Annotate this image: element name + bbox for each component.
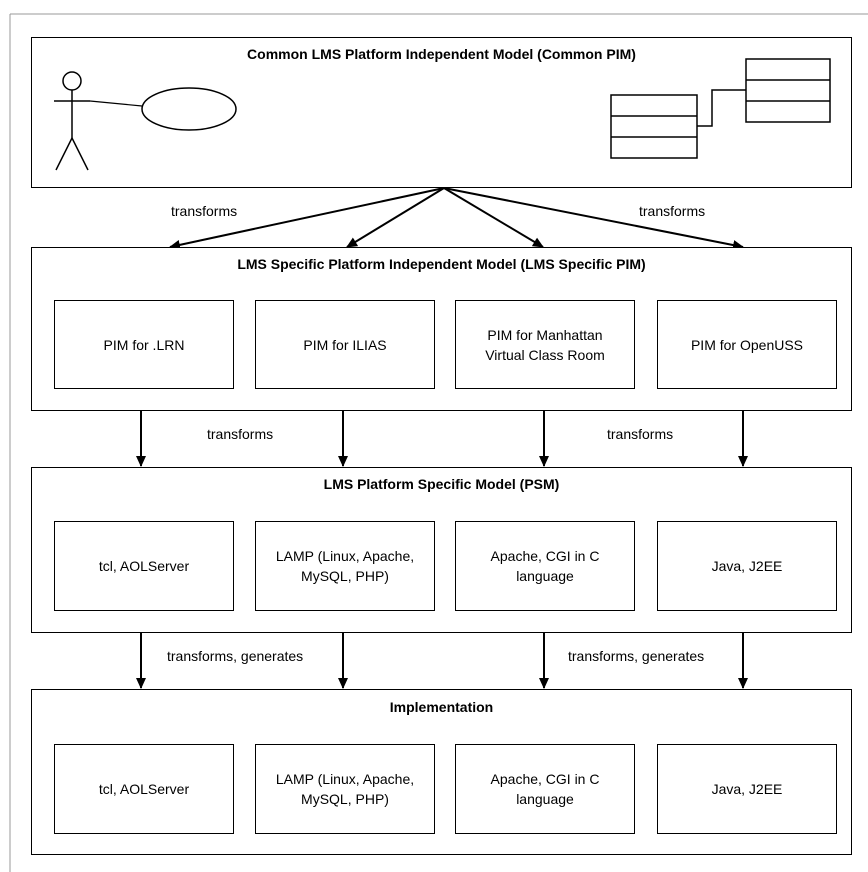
pim-openuss-box: PIM for OpenUSS xyxy=(657,300,837,389)
implementation-layer: Implementation tcl, AOLServer LAMP (Linu… xyxy=(31,689,852,855)
pim-ilias-box: PIM for ILIAS xyxy=(255,300,435,389)
arrow-pim-to-lrn xyxy=(169,187,445,250)
use-case-icon xyxy=(141,87,237,131)
association-line xyxy=(89,100,143,107)
impl-java-box: Java, J2EE xyxy=(657,744,837,834)
impl-lamp-box: LAMP (Linux, Apache, MySQL, PHP) xyxy=(255,744,435,834)
impl-tcl-box: tcl, AOLServer xyxy=(54,744,234,834)
edge-label-pim-right: transforms xyxy=(639,203,706,219)
edge-label-spim-left: transforms xyxy=(207,426,274,442)
common-pim-layer: Common LMS Platform Independent Model (C… xyxy=(31,37,852,188)
specific-pim-title: LMS Specific Platform Independent Model … xyxy=(237,256,646,272)
psm-lamp-box: LAMP (Linux, Apache, MySQL, PHP) xyxy=(255,521,435,611)
common-pim-illustration xyxy=(54,58,831,171)
psm-layer: LMS Platform Specific Model (PSM) tcl, A… xyxy=(31,467,852,633)
pim-lrn-box: PIM for .LRN xyxy=(54,300,234,389)
impl-apache-cgi-box: Apache, CGI in C language xyxy=(455,744,635,834)
edge-label-psm-right: transforms, generates xyxy=(568,648,705,664)
common-pim-title: Common LMS Platform Independent Model (C… xyxy=(247,46,636,62)
pim-manhattan-box: PIM for Manhattan Virtual Class Room xyxy=(455,300,635,389)
psm-java-box: Java, J2EE xyxy=(657,521,837,611)
edge-label-pim-left: transforms xyxy=(171,203,238,219)
class-diagram-icon xyxy=(610,58,831,159)
arrow-pim-to-ilias xyxy=(346,187,445,248)
actor-icon xyxy=(54,71,90,171)
implementation-title: Implementation xyxy=(389,699,494,715)
psm-apache-cgi-box: Apache, CGI in C language xyxy=(455,521,635,611)
psm-tcl-box: tcl, AOLServer xyxy=(54,521,234,611)
specific-pim-layer: LMS Specific Platform Independent Model … xyxy=(31,247,852,411)
arrow-pim-to-manhattan xyxy=(443,187,544,248)
edge-label-psm-left: transforms, generates xyxy=(167,648,304,664)
edge-label-spim-right: transforms xyxy=(607,426,674,442)
psm-title: LMS Platform Specific Model (PSM) xyxy=(323,476,560,492)
arrow-pim-to-openuss xyxy=(443,187,744,250)
